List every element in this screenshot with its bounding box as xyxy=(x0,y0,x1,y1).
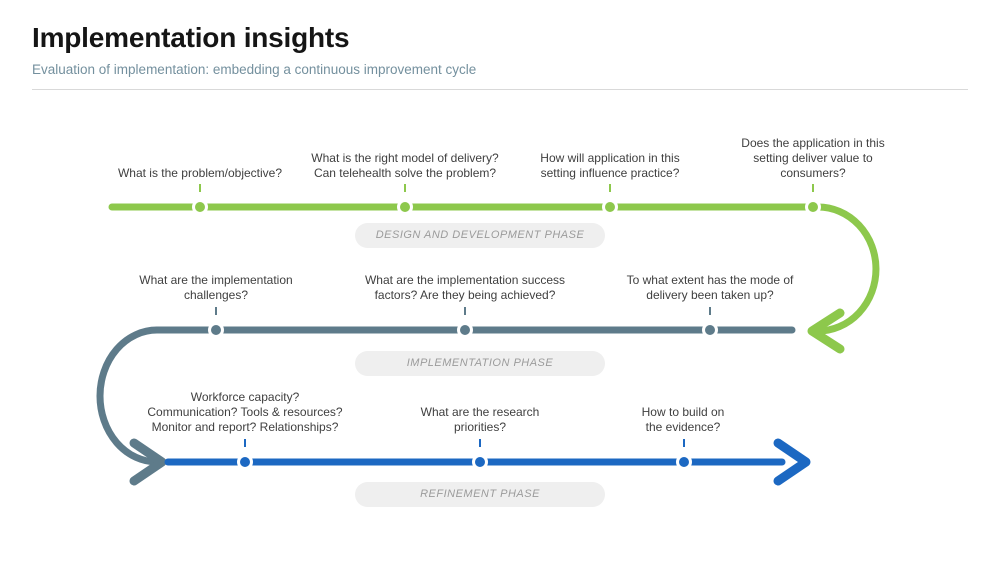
question-label: How to build on the evidence? xyxy=(641,405,725,434)
phase-badge-refinement: REFINEMENT PHASE xyxy=(355,482,605,507)
question-label: To what extent has the mode of delivery … xyxy=(626,273,794,302)
timeline-dot xyxy=(676,454,692,470)
timeline-dot xyxy=(805,199,821,215)
question-label: How will application in this setting inf… xyxy=(540,151,680,180)
page-subtitle: Evaluation of implementation: embedding … xyxy=(32,62,477,77)
question-label: Does the application in this setting del… xyxy=(741,136,885,180)
timeline-dot xyxy=(702,322,718,338)
question-label: What is the problem/objective? xyxy=(117,166,283,180)
phase-badge-design: DESIGN AND DEVELOPMENT PHASE xyxy=(355,223,605,248)
timeline-dot xyxy=(457,322,473,338)
timeline-dot xyxy=(397,199,413,215)
timeline-dot xyxy=(472,454,488,470)
design-to-implementation-arrowhead-icon xyxy=(807,308,845,354)
header-divider xyxy=(32,89,968,90)
implementation-to-refinement-arrowhead-icon xyxy=(129,438,167,486)
refinement-phase-timeline xyxy=(164,438,811,486)
question-label: What are the implementation challenges? xyxy=(139,273,293,302)
timeline-dot xyxy=(208,322,224,338)
question-label: What are the implementation success fact… xyxy=(364,273,566,302)
question-label: Workforce capacity? Communication? Tools… xyxy=(147,390,343,434)
page-title: Implementation insights xyxy=(32,22,350,53)
design-phase-timeline xyxy=(108,184,880,354)
timeline-dot xyxy=(237,454,253,470)
implementation-to-refinement-curve xyxy=(96,326,161,466)
phase-badge-implementation: IMPLEMENTATION PHASE xyxy=(355,351,605,376)
implementation-phase-timeline xyxy=(96,307,796,486)
design-to-implementation-curve xyxy=(814,203,880,335)
question-label: What are the research priorities? xyxy=(420,405,540,434)
refinement-forward-arrowhead-icon xyxy=(773,438,811,486)
question-label: What is the right model of delivery? Can… xyxy=(311,151,499,180)
timeline-dot xyxy=(602,199,618,215)
timeline-dot xyxy=(192,199,208,215)
